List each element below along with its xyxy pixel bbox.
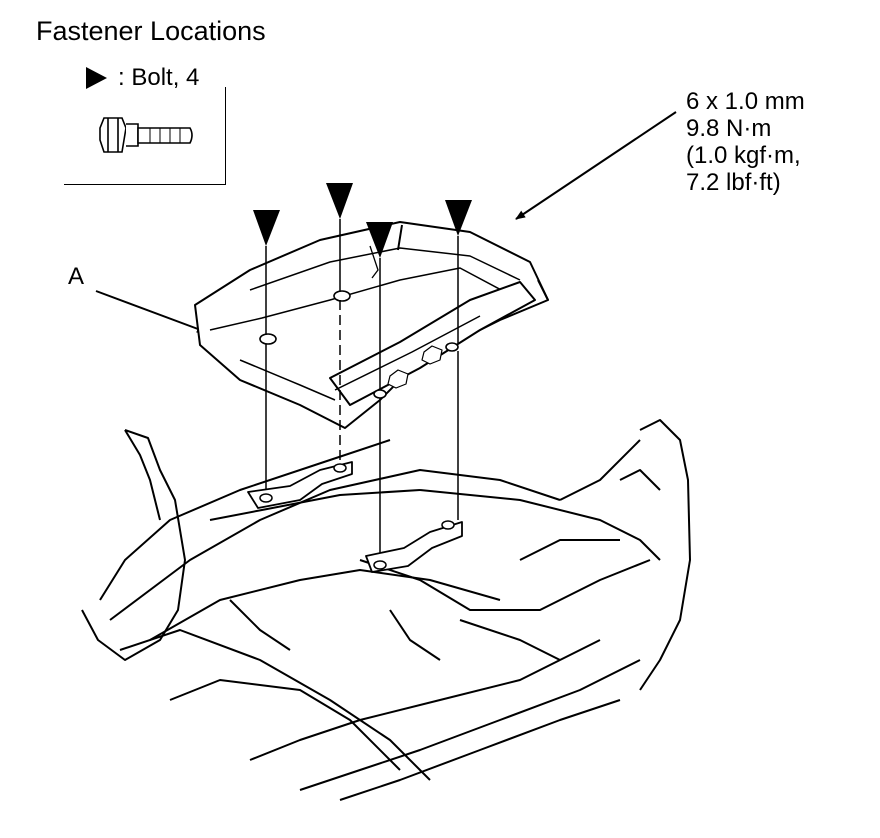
triangle-marker-icon xyxy=(86,67,107,89)
page-title: Fastener Locations xyxy=(36,16,266,46)
legend-box xyxy=(64,87,226,185)
spec-leader-arrow xyxy=(515,111,677,220)
spec-torque-lbfft: 7.2 lbf·ft) xyxy=(686,169,781,196)
spec-torque-kgfm: (1.0 kgf·m, xyxy=(686,142,801,169)
legend-label: : Bolt, 4 xyxy=(118,64,200,91)
callout-a-label: A xyxy=(68,263,85,290)
spec-size: 6 x 1.0 mm xyxy=(686,88,805,115)
bracket-holes xyxy=(259,290,459,399)
bolt-markers xyxy=(253,183,472,258)
floor-mount-holes xyxy=(259,463,455,570)
bolt-axis-lines xyxy=(265,219,459,563)
floor-mount-brackets xyxy=(247,461,463,573)
bolt-marker-1 xyxy=(253,210,280,246)
floor-body xyxy=(81,419,691,801)
callout-a-arrow xyxy=(95,290,207,333)
torque-spec: 6 x 1.0 mm 9.8 N·m (1.0 kgf·m, 7.2 lbf·f… xyxy=(686,88,805,196)
spec-torque-nm: 9.8 N·m xyxy=(686,115,772,142)
bolt-icon xyxy=(99,117,193,153)
bolt-marker-2 xyxy=(326,183,353,219)
bolt-marker-3 xyxy=(366,222,393,258)
bracket-part-a xyxy=(194,221,549,429)
bolt-marker-4 xyxy=(445,200,472,236)
